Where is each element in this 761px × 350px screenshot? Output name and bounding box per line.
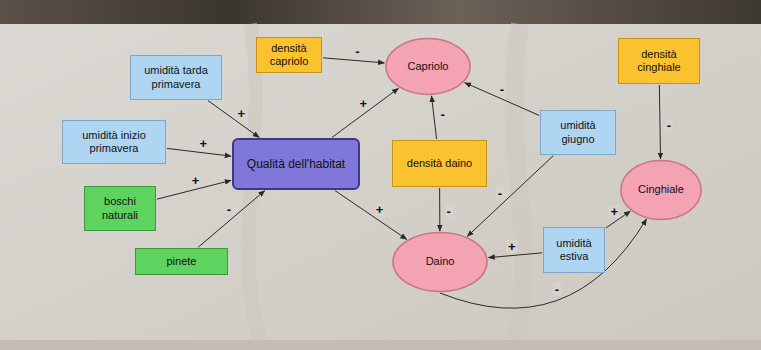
node-label: densità capriolo (262, 42, 316, 68)
influence-arrow (439, 188, 440, 231)
species-ellipse: Capriolo (385, 38, 471, 95)
node-label: Capriolo (408, 60, 449, 73)
density-box: densità cinghiale (618, 38, 700, 84)
effect-sign: + (506, 240, 518, 253)
node-label: pinete (167, 255, 197, 268)
effect-sign: - (553, 283, 561, 296)
influence-arrow (332, 88, 398, 137)
node-label: boschi naturali (90, 195, 150, 221)
effect-sign: - (496, 187, 504, 200)
node-label: umidità giugno (546, 119, 610, 145)
factor-box: umidità giugno (540, 110, 616, 155)
density-box: densità capriolo (256, 37, 322, 73)
effect-sign: + (236, 107, 248, 120)
effect-sign: - (439, 108, 447, 121)
node-label: Daino (426, 255, 455, 268)
effect-sign: + (190, 174, 202, 187)
node-label: Cinghiale (638, 183, 684, 196)
node-label: umidità inizio primavera (68, 129, 160, 155)
node-label: densità daino (407, 157, 472, 170)
effect-sign: + (357, 97, 369, 110)
effect-sign: - (665, 119, 673, 132)
node-label: densità cinghiale (624, 48, 694, 74)
influence-arrow (323, 58, 384, 63)
forest-box: pinete (135, 248, 228, 275)
factor-box: umidità tarda primavera (130, 55, 222, 100)
influence-arrow (659, 85, 660, 159)
habitat-box: Qualità dell'habitat (232, 138, 360, 190)
influence-arrow (465, 83, 539, 116)
influence-arrow (198, 191, 265, 248)
node-label: Qualità dell'habitat (247, 157, 345, 171)
factor-box: umidità inizio primavera (62, 120, 166, 164)
effect-sign: + (197, 137, 209, 150)
effect-sign: + (608, 205, 620, 218)
node-label: umidità estiva (549, 237, 599, 263)
effect-sign: - (498, 83, 506, 96)
density-box: densità daino (392, 140, 487, 187)
node-label: umidità tarda primavera (136, 64, 216, 90)
effect-sign: - (445, 205, 453, 218)
influence-arrow (208, 101, 259, 138)
species-ellipse: Daino (392, 232, 488, 292)
forest-box: boschi naturali (84, 186, 156, 231)
factor-box: umidità estiva (543, 227, 605, 273)
influence-arrow (431, 96, 436, 139)
effect-sign: + (374, 203, 386, 216)
effect-sign: - (225, 203, 233, 216)
species-ellipse: Cinghiale (620, 160, 702, 220)
effect-sign: - (353, 45, 361, 58)
influence-arrow (489, 253, 542, 258)
influence-arrow (335, 191, 407, 240)
